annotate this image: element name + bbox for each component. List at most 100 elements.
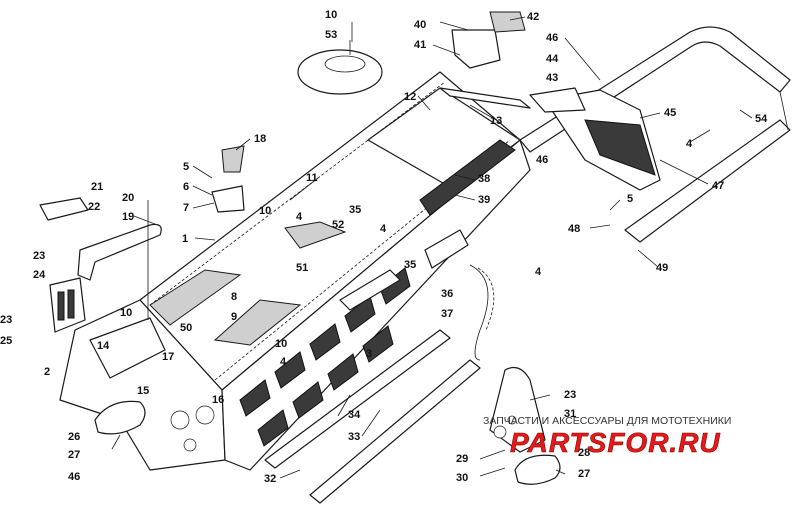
callout-25: 25 bbox=[0, 335, 12, 347]
callout-15: 15 bbox=[137, 385, 149, 397]
tunnel-decal bbox=[419, 139, 516, 216]
callout-8: 8 bbox=[231, 291, 237, 303]
callout-35b: 35 bbox=[404, 259, 416, 271]
callout-13: 13 bbox=[490, 115, 502, 127]
bracket-18-7 bbox=[211, 145, 245, 213]
bracket-36 bbox=[424, 229, 469, 269]
callout-3: 3 bbox=[366, 348, 372, 360]
bar-34 bbox=[264, 329, 451, 469]
callout-23b: 23 bbox=[0, 314, 12, 326]
callout-16: 16 bbox=[212, 394, 224, 406]
callout-53: 53 bbox=[325, 29, 337, 41]
tunnel-assembly bbox=[59, 71, 531, 471]
callout-51: 51 bbox=[296, 262, 308, 274]
callout-7: 7 bbox=[183, 202, 189, 214]
callout-27b: 27 bbox=[578, 468, 590, 480]
bar-33 bbox=[309, 359, 481, 504]
rivet-line-left bbox=[149, 81, 446, 306]
callout-1: 1 bbox=[182, 233, 188, 245]
seat-pad-53 bbox=[297, 40, 383, 95]
rear-flap-43-45 bbox=[529, 87, 661, 191]
callout-9: 9 bbox=[231, 311, 237, 323]
callout-12: 12 bbox=[404, 91, 416, 103]
side-rail-12-13 bbox=[439, 87, 531, 109]
callout-5b: 5 bbox=[627, 193, 633, 205]
callout-42: 42 bbox=[527, 11, 539, 23]
callout-36: 36 bbox=[441, 288, 453, 300]
callout-4c: 4 bbox=[280, 356, 287, 368]
grip-strip-mid bbox=[213, 299, 302, 346]
callout-5: 5 bbox=[183, 161, 189, 173]
heat-exchanger-lattice bbox=[239, 267, 411, 447]
callout-2: 2 bbox=[44, 366, 50, 378]
leader-lines bbox=[111, 16, 753, 479]
footrest-right-31 bbox=[489, 367, 546, 453]
callout-29: 29 bbox=[456, 453, 468, 465]
callout-31: 31 bbox=[564, 408, 576, 420]
callout-41: 41 bbox=[414, 39, 426, 51]
callout-37: 37 bbox=[441, 308, 453, 320]
callout-28: 28 bbox=[578, 447, 590, 459]
callout-17: 17 bbox=[162, 351, 174, 363]
pad-28 bbox=[514, 454, 561, 485]
callout-48: 48 bbox=[568, 223, 580, 235]
callout-38: 38 bbox=[478, 173, 490, 185]
callout-11: 11 bbox=[306, 172, 318, 184]
callout-14: 14 bbox=[97, 340, 110, 352]
rear-bumper-47-54 bbox=[519, 26, 791, 243]
callout-50: 50 bbox=[180, 322, 192, 334]
callout-33: 33 bbox=[348, 431, 360, 443]
callout-44: 44 bbox=[546, 53, 559, 65]
callout-10: 10 bbox=[325, 9, 337, 21]
running-boards bbox=[264, 269, 481, 504]
grip-pad-52 bbox=[284, 221, 347, 249]
watermark: ЗАПЧАСТИ И АКСЕССУАРЫ ДЛЯ МОТОТЕХНИКИ PA… bbox=[483, 415, 731, 458]
callout-4d: 4 bbox=[535, 266, 542, 278]
callout-52: 52 bbox=[332, 219, 344, 231]
callout-30: 30 bbox=[456, 472, 468, 484]
callout-24: 24 bbox=[33, 269, 46, 281]
side-hole-1 bbox=[170, 410, 190, 430]
footrest-bracket-19-22 bbox=[77, 223, 162, 281]
callout-43: 43 bbox=[546, 72, 558, 84]
callout-4e: 4 bbox=[686, 138, 693, 150]
callout-10c: 10 bbox=[120, 307, 132, 319]
callout-32: 32 bbox=[264, 473, 276, 485]
callout-34: 34 bbox=[348, 409, 361, 421]
callout-labels: 10 53 40 41 42 46 44 43 45 54 12 13 18 5… bbox=[0, 9, 768, 485]
callout-22: 22 bbox=[88, 201, 100, 213]
grip-strip-front bbox=[149, 269, 242, 326]
callout-46b: 46 bbox=[536, 154, 548, 166]
callout-19: 19 bbox=[122, 211, 134, 223]
pad-26 bbox=[94, 400, 146, 435]
cable-37 bbox=[469, 264, 495, 361]
bar-35 bbox=[339, 269, 401, 311]
callout-10b: 10 bbox=[259, 205, 271, 217]
cover-21 bbox=[39, 197, 89, 221]
callout-49: 49 bbox=[656, 262, 668, 274]
callout-27: 27 bbox=[68, 449, 80, 461]
callout-10d: 10 bbox=[275, 338, 287, 350]
callout-4: 4 bbox=[296, 211, 303, 223]
callout-20: 20 bbox=[122, 192, 134, 204]
shield-24 bbox=[49, 277, 86, 333]
bracket-40-42 bbox=[451, 11, 526, 69]
callout-4b: 4 bbox=[380, 223, 387, 235]
watermark-brand-logo: PARTSFOR.RU bbox=[510, 427, 721, 458]
callout-54: 54 bbox=[755, 113, 768, 125]
callout-45: 45 bbox=[664, 107, 676, 119]
callout-46: 46 bbox=[546, 32, 558, 44]
callout-40: 40 bbox=[414, 19, 426, 31]
callout-6: 6 bbox=[183, 181, 189, 193]
callout-21: 21 bbox=[91, 181, 103, 193]
callout-35: 35 bbox=[349, 204, 361, 216]
callout-47: 47 bbox=[712, 180, 724, 192]
callout-26: 26 bbox=[68, 431, 80, 443]
watermark-caption: ЗАПЧАСТИ И АКСЕССУАРЫ ДЛЯ МОТОТЕХНИКИ bbox=[483, 415, 731, 427]
callout-23c: 23 bbox=[564, 389, 576, 401]
callout-18: 18 bbox=[254, 133, 266, 145]
callout-23: 23 bbox=[33, 250, 45, 262]
side-hole-3 bbox=[183, 438, 197, 452]
